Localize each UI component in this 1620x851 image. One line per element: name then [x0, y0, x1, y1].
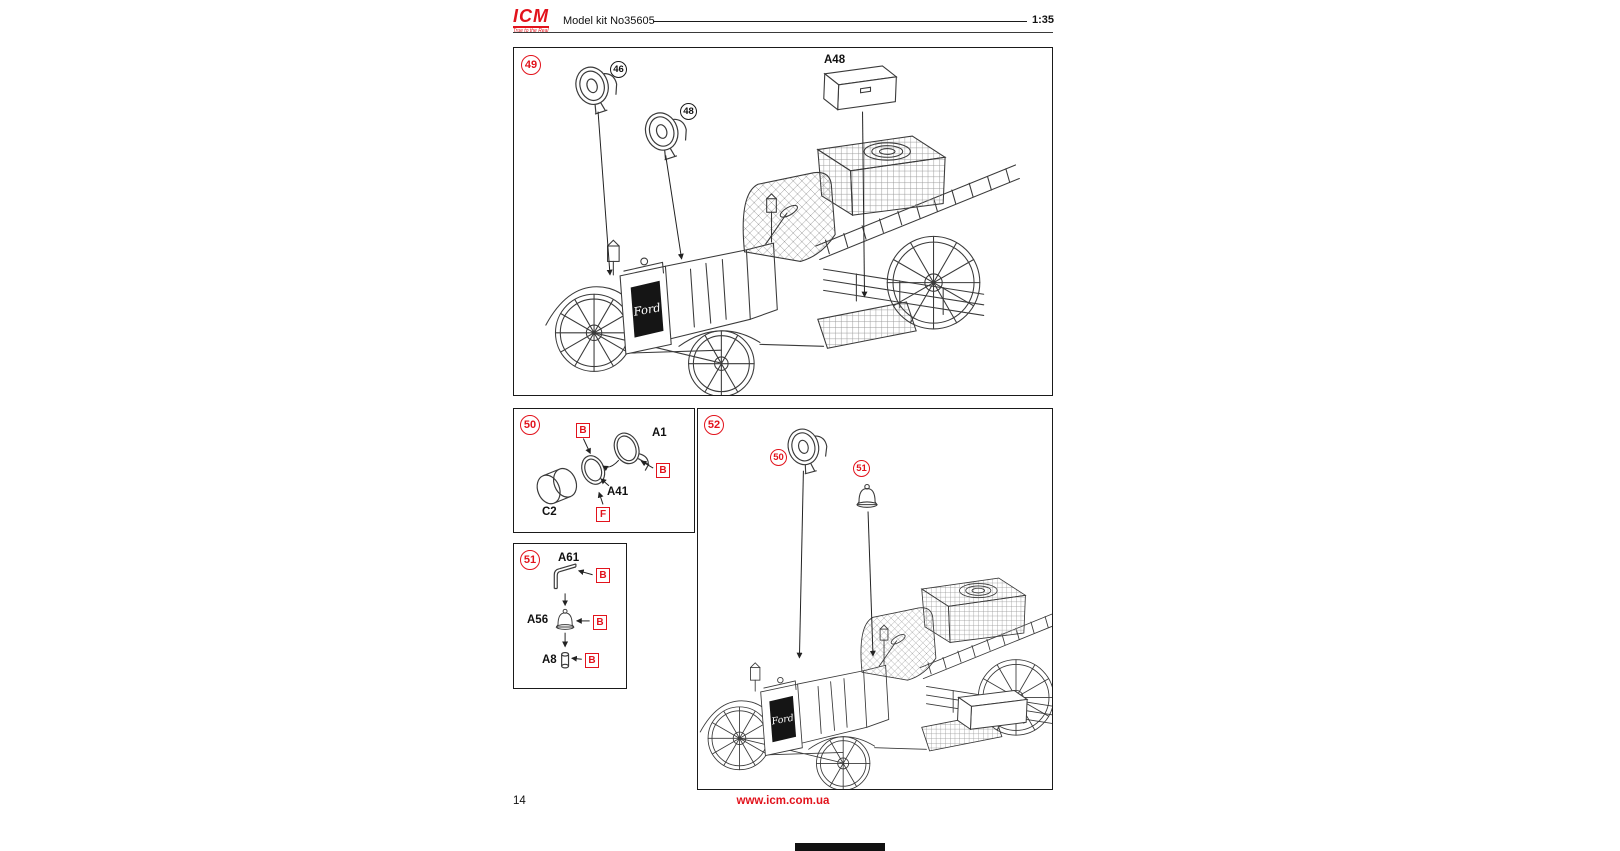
step-51-badge: 51 — [520, 550, 540, 570]
part-label-a8: A8 — [542, 654, 557, 666]
part-label-a61: A61 — [558, 552, 580, 564]
glue-marker-b: B — [596, 568, 610, 583]
bell-parts-illustration — [553, 563, 577, 669]
paint-marker-f: F — [596, 507, 610, 522]
part-label-a41: A41 — [607, 486, 629, 498]
glue-marker-b: B — [593, 615, 607, 630]
step-50-panel: 50 — [513, 408, 695, 533]
page-edge-mark — [795, 843, 885, 851]
header-divider-line — [653, 21, 1027, 22]
logo-text: ICM — [513, 6, 549, 26]
ring-part-a41-icon — [581, 455, 606, 485]
pin-part-a8-icon — [561, 651, 570, 669]
step-49-badge: 49 — [521, 55, 541, 75]
assembly-arrows — [582, 438, 654, 505]
kit-number-label: Model kit No35605 — [563, 15, 655, 27]
part-callout-48: 48 — [680, 103, 697, 120]
assembly-arrows — [597, 111, 868, 298]
bracket-part-a61-icon — [553, 563, 577, 590]
part-label-a1: A1 — [652, 427, 667, 439]
step-52-diagram — [699, 423, 1052, 789]
scale-label: 1:35 — [1032, 14, 1055, 26]
step-51-diagram — [553, 563, 593, 669]
glue-marker-b: B — [585, 653, 599, 668]
assembly-arrows — [796, 470, 876, 659]
part-label-c2: C2 — [542, 506, 557, 518]
step-51-panel: 51 A61 A5 — [513, 543, 627, 689]
assembled-bell-icon — [856, 483, 878, 508]
header-rule — [513, 32, 1053, 33]
icm-logo: ICM True to the Real — [513, 7, 549, 35]
toolbox-part-a48-icon — [823, 65, 898, 111]
glue-marker-b: B — [576, 423, 590, 438]
truck-illustration — [545, 135, 1020, 395]
bell-part-a56-icon — [555, 608, 575, 630]
glue-marker-b: B — [656, 463, 670, 478]
toolbox-on-truck-icon — [957, 689, 1029, 731]
assembled-headlamp-icon — [783, 423, 833, 477]
step-50-diagram — [536, 432, 654, 505]
assembly-arrows — [562, 569, 593, 662]
step-50-badge: 50 — [520, 415, 540, 435]
lamp-parts-illustration — [536, 432, 650, 505]
subassembly-ref-51: 51 — [853, 460, 870, 477]
website-link: www.icm.com.ua — [736, 795, 830, 807]
lens-part-c2-icon — [536, 467, 578, 505]
step-49-diagram — [545, 59, 1020, 395]
step-52-panel: 52 50 51 — [697, 408, 1053, 790]
step-52-badge: 52 — [704, 415, 724, 435]
part-label-a48: A48 — [824, 54, 846, 66]
truck-illustration — [699, 577, 1052, 789]
part-label-a56: A56 — [527, 614, 549, 626]
rim-part-a1-icon — [613, 432, 650, 471]
subassembly-ref-50: 50 — [770, 449, 787, 466]
logo-tagline: True to the Real — [513, 26, 549, 34]
part-callout-46: 46 — [610, 61, 627, 78]
step-49-panel: 49 46 48 A48 — [513, 47, 1053, 396]
page-number: 14 — [513, 795, 526, 807]
